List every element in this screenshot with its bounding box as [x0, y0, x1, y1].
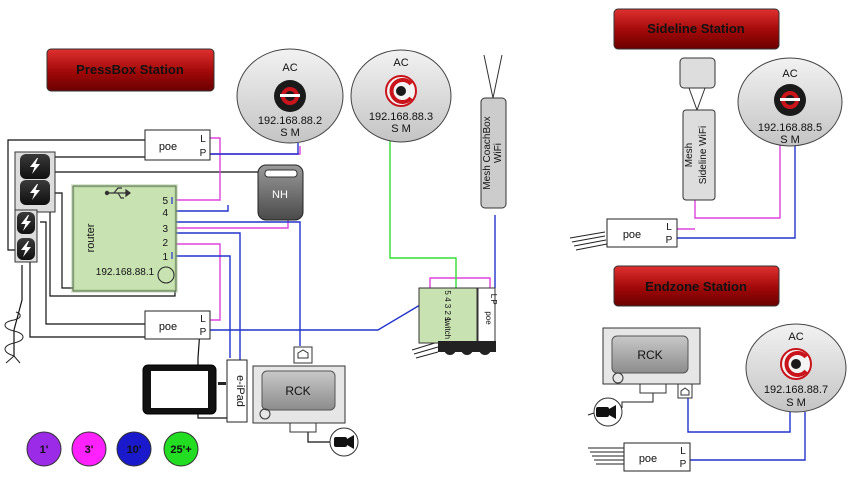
mesh-coachbox-wifi: WiFi: [493, 143, 504, 163]
router-port-3: 3: [162, 224, 168, 235]
poe-injector-sideline: poe L P: [606, 218, 678, 248]
sideline-banner: Sideline Station: [613, 8, 780, 50]
ac-unit-sideline: AC 192.168.88.5 S M: [737, 57, 843, 147]
router-label: router: [85, 223, 97, 252]
poe-port-p: P: [200, 327, 207, 338]
switch-poe-p: P: [489, 299, 498, 304]
router-port-4: 4: [162, 208, 168, 219]
switch-poe-label: poe: [484, 311, 493, 325]
ac-ports: S M: [280, 127, 300, 139]
nh-device: NH: [257, 164, 304, 221]
ac-unit-pressbox-2: AC 192.168.88.3 S M: [350, 49, 452, 143]
poe-port-p: P: [666, 235, 673, 246]
access-point-logo-icon: [385, 75, 417, 107]
router-port-1: 1: [162, 252, 168, 263]
antenna-icon: [483, 54, 503, 99]
poe-port-p: P: [200, 148, 207, 159]
poe-label: poe: [623, 229, 641, 241]
poe-label: poe: [159, 321, 177, 333]
mesh-sideline: Mesh Sideline WiFi: [679, 57, 716, 201]
eipad-label: e-iPad: [234, 375, 246, 407]
poe-injector-bottom: poe L P: [144, 310, 211, 340]
mesh-antenna-box: [679, 57, 716, 89]
ac-ip: 192.168.88.3: [369, 111, 433, 123]
mesh-coachbox-label: Mesh CoachBox: [482, 116, 493, 189]
switch-ports: 5 4 3 2 1: [443, 290, 452, 322]
switch: 5 4 3 2 1 switch poe L P: [418, 287, 498, 355]
ac-ip: 192.168.88.5: [758, 122, 822, 134]
ac-unit-pressbox-1: AC 192.168.88.2 S M: [236, 48, 344, 144]
ac-label: AC: [393, 57, 408, 69]
pressbox-banner: PressBox Station: [46, 48, 215, 92]
router-port-5: 5: [162, 196, 168, 207]
network-port-icon: [293, 346, 313, 364]
router-port-2: 2: [162, 238, 168, 249]
access-point-logo-icon: [274, 80, 306, 112]
poe-label: poe: [159, 141, 177, 153]
poe-port-l: L: [200, 134, 206, 145]
serial-port-icon: [289, 422, 317, 433]
switch-label: switch: [443, 317, 452, 339]
network-port-icon: [677, 383, 693, 399]
power-strip: [14, 151, 56, 263]
svg-text:3': 3': [85, 444, 94, 456]
router-power-port: [157, 266, 175, 284]
access-point-logo-icon: [780, 348, 812, 380]
svg-text:1': 1': [40, 444, 49, 456]
rck-label: RCK: [285, 384, 310, 398]
rck-power-port: [612, 372, 624, 384]
ipad: e-iPad: [142, 359, 248, 423]
legend-item-1ft: 1': [26, 431, 62, 467]
mesh-sideline-label: Mesh: [684, 143, 695, 167]
endzone-banner: Endzone Station: [613, 265, 780, 307]
rck-label: RCK: [637, 348, 662, 362]
mesh-sideline-wifi: Sideline WiFi: [698, 126, 709, 184]
svg-text:10': 10': [127, 444, 142, 456]
cables: [4, 137, 806, 465]
usb-icon: [104, 187, 131, 199]
ac-unit-endzone: AC 192.168.88.7 S M: [745, 323, 847, 413]
legend-item-3ft: 3': [71, 431, 107, 467]
poe-port-l: L: [200, 314, 206, 325]
rck-endzone: RCK: [593, 327, 701, 427]
ac-ip: 192.168.88.7: [764, 384, 828, 396]
access-point-logo-icon: [774, 84, 806, 116]
router: router 5 4 3 2 1 192.168.88.1: [71, 184, 178, 293]
pressbox-title: PressBox Station: [76, 62, 184, 77]
legend-item-10ft: 10': [116, 431, 152, 467]
svg-text:25'+: 25'+: [170, 444, 191, 456]
power-plug-icon: [461, 343, 473, 355]
rck-power-port: [259, 408, 271, 420]
serial-port-icon: [639, 383, 667, 394]
poe-label: poe: [639, 453, 657, 465]
poe-port-l: L: [666, 222, 672, 233]
sideline-title: Sideline Station: [647, 21, 745, 36]
legend-item-25ft: 25'+: [163, 431, 199, 467]
power-plug-icon: [444, 343, 456, 355]
router-ip: 192.168.88.1: [96, 267, 155, 278]
nh-label: NH: [272, 189, 288, 201]
ac-ports: S M: [391, 123, 411, 135]
ac-ports: S M: [786, 397, 806, 409]
ac-label: AC: [782, 68, 797, 80]
switch-poe-l: L: [489, 294, 498, 299]
camera-icon: [593, 397, 623, 427]
poe-port-l: L: [680, 446, 686, 457]
ac-label: AC: [788, 331, 803, 343]
ac-ip: 192.168.88.2: [258, 115, 322, 127]
poe-injector-endzone: poe L P: [623, 442, 691, 472]
poe-port-p: P: [680, 459, 687, 470]
mesh-coachbox: Mesh CoachBox WiFi: [480, 54, 507, 209]
power-plug-icon: [479, 343, 491, 355]
ac-ports: S M: [780, 134, 800, 146]
poe-injector-top: poe L P: [144, 129, 211, 161]
cable-length-legend: 1' 3' 10' 25'+: [26, 431, 199, 467]
rck-pressbox: RCK: [252, 346, 359, 457]
endzone-title: Endzone Station: [645, 279, 747, 294]
camera-icon: [329, 427, 359, 457]
ac-label: AC: [282, 62, 297, 74]
